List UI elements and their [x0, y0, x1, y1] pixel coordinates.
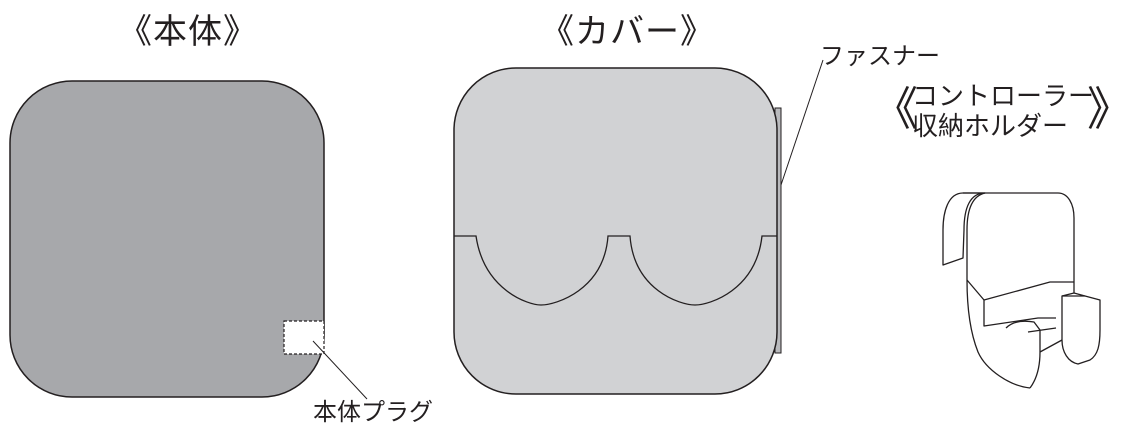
body-plug-leader [312, 340, 368, 400]
zipper-label: ファスナー [820, 42, 940, 70]
cover-scallop-seam [454, 235, 777, 306]
cover-title: 《カバー》 [540, 12, 715, 52]
body-plug-label: 本体プラグ [313, 398, 433, 426]
zipper-leader [780, 59, 824, 186]
holder-title-line1: コントローラー [912, 82, 1095, 112]
controller-holder [942, 192, 1101, 389]
holder-bracket-close: 》 [1087, 82, 1133, 136]
body-plug-outline [283, 320, 325, 355]
holder-bracket-open: 《 [872, 82, 918, 136]
body-panel [9, 80, 325, 398]
holder-title-line2: 収納ホルダー [912, 112, 1069, 142]
body-title: 《本体》 [118, 12, 258, 52]
cover-panel [453, 67, 778, 395]
